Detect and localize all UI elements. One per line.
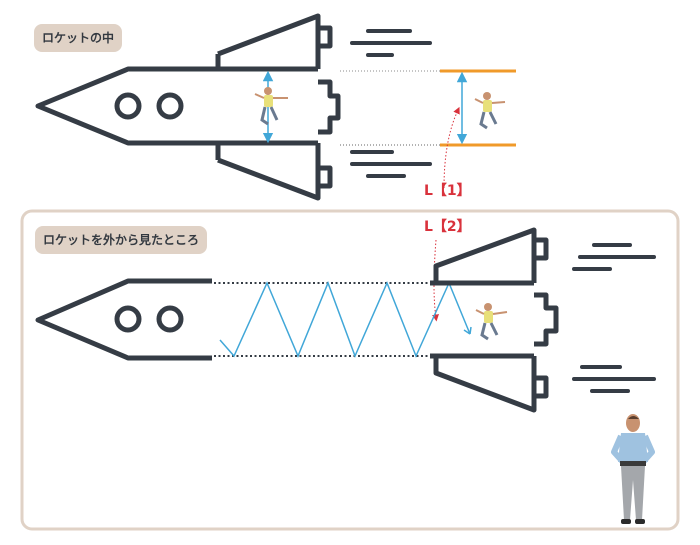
distance-label-l1: L【1】	[424, 183, 471, 199]
distance-arrow-l1	[443, 106, 460, 189]
observer-person	[611, 414, 655, 524]
scene-inside-label: ロケットの中	[34, 24, 123, 52]
jumping-person-inside	[254, 87, 288, 126]
light-path-zigzag	[219, 280, 471, 359]
rocket-outside-nose	[35, 278, 212, 361]
rocket-top	[35, 13, 341, 201]
jumping-person-mirror	[474, 92, 506, 130]
scene-outside-label: ロケットを外から見たところ	[35, 226, 208, 254]
distance-label-l2: L【2】	[424, 219, 471, 235]
jumping-person-outside	[475, 303, 508, 341]
speed-lines-top	[350, 29, 432, 178]
speed-lines-bottom	[572, 243, 656, 393]
rocket-outside-tail	[430, 227, 559, 413]
outside-panel	[20, 209, 680, 531]
